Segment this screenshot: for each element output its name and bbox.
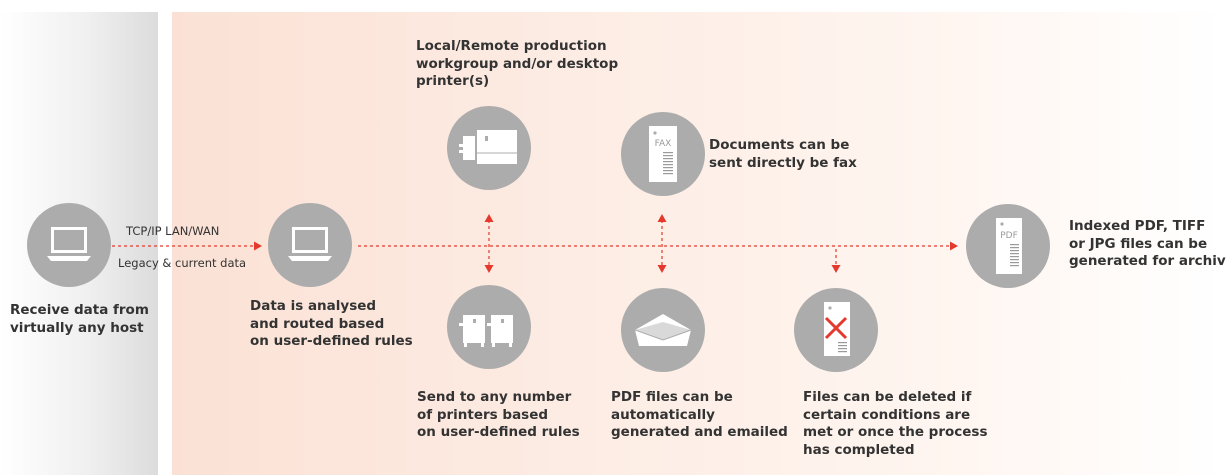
arrowhead-fax-up <box>657 214 667 222</box>
arrowhead-delete-down <box>831 265 841 273</box>
multi-printers-node <box>447 285 531 369</box>
production-printer-icon <box>459 130 517 164</box>
arrowhead-printers-down <box>484 265 494 273</box>
archive-node: PDF <box>966 204 1050 288</box>
arrowhead-email-down <box>657 265 667 273</box>
connection-protocol-label: TCP/IP LAN/WAN <box>126 224 220 238</box>
arrowhead-router <box>254 241 262 251</box>
router-node <box>268 203 352 287</box>
deleted-document-icon <box>824 302 850 356</box>
fax-document-icon: FAX <box>649 126 677 182</box>
svg-text:FAX: FAX <box>655 139 672 149</box>
printer-node <box>447 106 531 190</box>
connection-data-label: Legacy & current data <box>118 256 247 270</box>
pdf-document-icon: PDF <box>996 218 1022 274</box>
laptop-icon <box>47 227 91 261</box>
laptop-icon <box>288 227 332 261</box>
arrowhead-printer-up <box>484 214 494 222</box>
delete-node <box>794 288 878 372</box>
fax-node: FAX <box>621 112 705 196</box>
svg-text:PDF: PDF <box>1000 231 1018 241</box>
email-node <box>621 288 705 372</box>
host-node <box>27 203 111 287</box>
envelope-icon <box>634 314 692 346</box>
printers-icon <box>459 315 513 347</box>
arrowhead-archive <box>950 241 958 251</box>
